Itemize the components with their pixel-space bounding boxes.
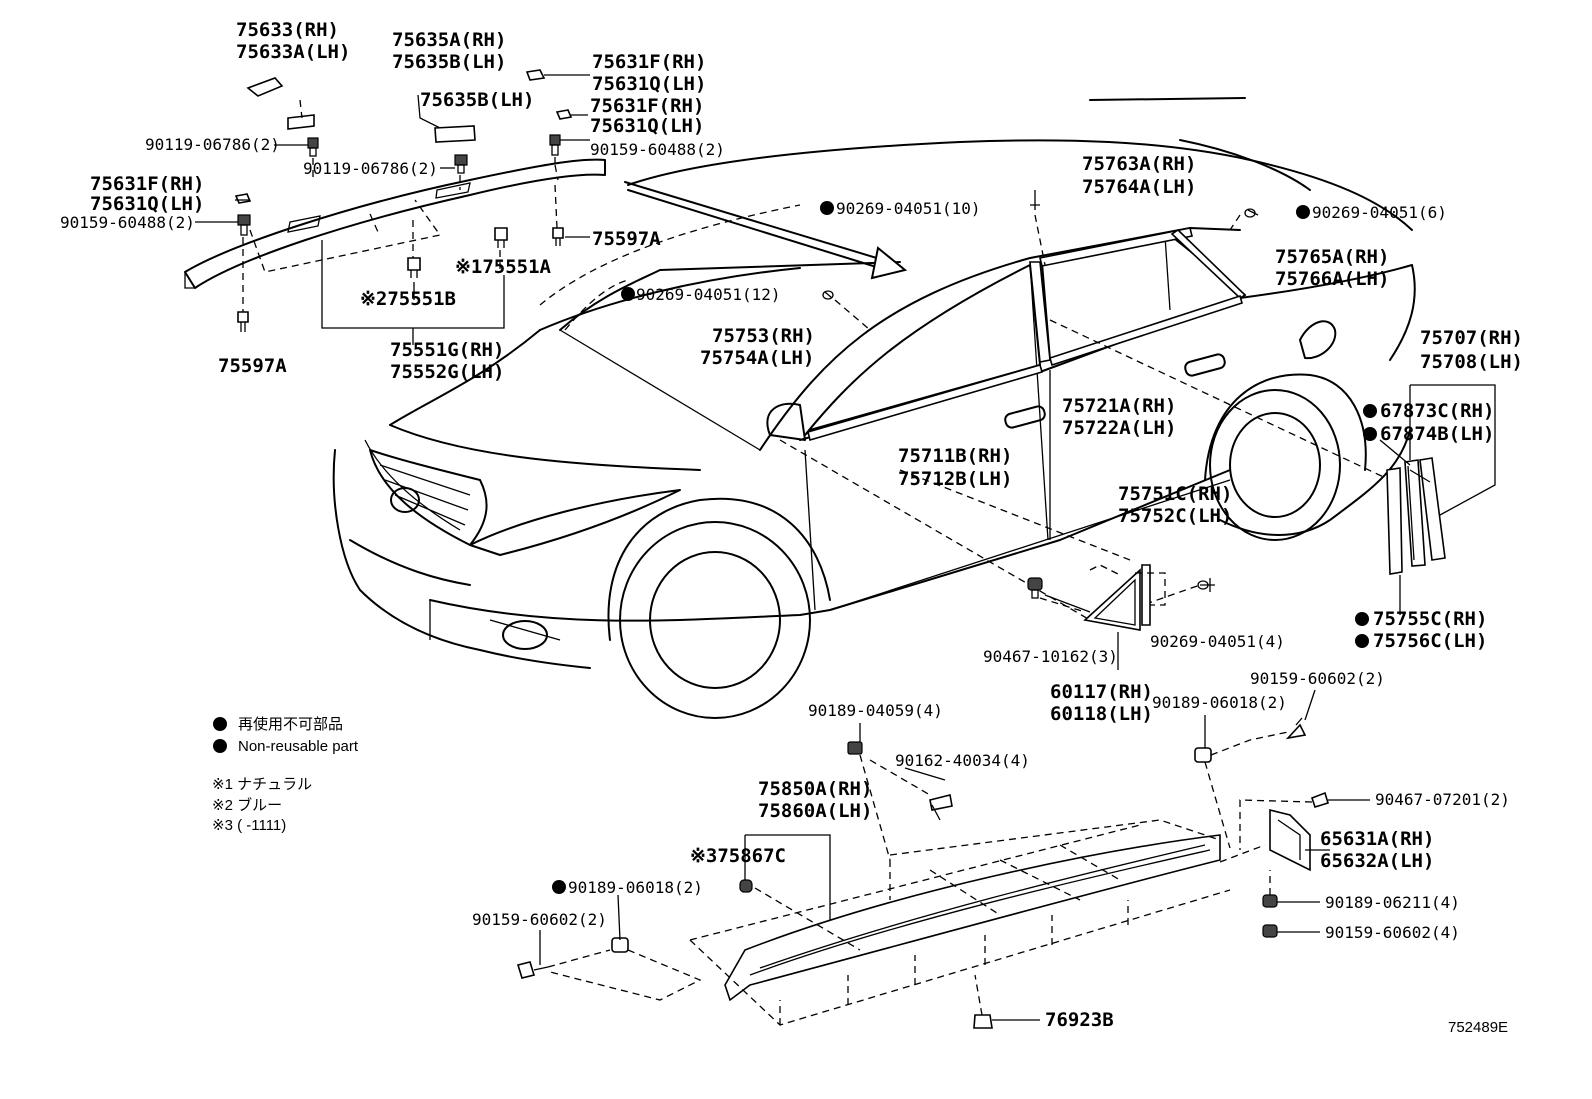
label-60117: 60117(RH) [1050,681,1153,703]
label-90162-40034: 90162-40034(4) [895,751,1030,770]
non-reusable-markers [552,201,1377,894]
label-65632A: 65632A(LH) [1320,850,1434,872]
label-75752C: 75752C(LH) [1118,505,1232,527]
label-75631F-c: 75631F(RH) [90,173,204,195]
legend: 再使用不可部品 Non-reusable part ※1 ナチュラル ※2 ブル… [212,716,359,834]
rocker-fasteners [516,717,1329,1029]
label-90269-12: 90269-04051(12) [636,285,781,304]
label-75754A: 75754A(LH) [700,347,814,369]
label-75708: 75708(LH) [1420,351,1523,373]
label-75631Q-c: 75631Q(LH) [90,193,204,215]
label-90119-b: 90119-06786(2) [303,159,438,178]
label-90119-a: 90119-06786(2) [145,135,280,154]
label-75756C: 75756C(LH) [1373,630,1487,652]
label-75551B: ※275551B [360,288,456,310]
label-75722A: 75722A(LH) [1062,417,1176,439]
label-90189-04059: 90189-04059(4) [808,701,943,720]
quarter-trim-60117 [1083,564,1166,631]
label-75597A-a: 75597A [592,228,661,250]
label-75707: 75707(RH) [1420,327,1523,349]
label-67874B: 67874B(LH) [1380,423,1494,445]
label-75552G: 75552G(LH) [390,361,504,383]
label-90269-4: 90269-04051(4) [1150,632,1285,651]
roof-leaders [195,74,590,345]
label-75633A: 75633A(LH) [236,41,350,63]
label-75631Q-b: 75631Q(LH) [590,115,704,137]
label-90467-10162: 90467-10162(3) [983,647,1118,666]
car-body-outline [332,97,1416,719]
label-75631F-a: 75631F(RH) [592,51,706,73]
label-75635B: 75635B(LH) [392,51,506,73]
clip-75597A [237,227,564,332]
label-75765A: 75765A(RH) [1275,246,1389,268]
rocker-bracket-65631A [1269,808,1311,872]
label-75721A: 75721A(RH) [1062,395,1176,417]
label-75597A-b: 75597A [218,355,287,377]
label-90467-07201: 90467-07201(2) [1375,790,1510,809]
label-75755C: 75755C(RH) [1373,608,1487,630]
legend-note-1: ※1 ナチュラル [212,776,312,793]
label-75635B-ghost: 75635B(LH) [420,89,534,111]
rocker-panel [689,819,1231,1026]
label-75763A: 75763A(RH) [1082,153,1196,175]
label-75711B: 75711B(RH) [898,445,1012,467]
label-75860A: 75860A(LH) [758,800,872,822]
label-67873C: 67873C(RH) [1380,400,1494,422]
direction-arrow [624,181,908,280]
label-75712B: 75712B(LH) [898,468,1012,490]
label-75631Q-a: 75631Q(LH) [592,73,706,95]
pillar-leaders [1379,384,1496,615]
label-65631A: 65631A(RH) [1320,828,1434,850]
bolt-90159-60488 [237,134,561,236]
label-75850A: 75850A(RH) [758,778,872,800]
label-90269-6: 90269-04051(6) [1312,203,1447,222]
label-75753: 75753(RH) [712,325,815,347]
bolt-90467-10162 [1027,577,1086,613]
label-90159-60602-c: 90159-60602(4) [1325,923,1460,942]
label-75751C: 75751C(RH) [1118,483,1232,505]
label-75764A: 75764A(LH) [1082,176,1196,198]
label-75633: 75633(RH) [236,19,339,41]
label-90189-06018-b: 90189-06018(2) [568,878,703,897]
roof-cap-75633 [246,77,284,97]
bolt-90119 [307,137,468,174]
roof-cap-75635B [287,114,315,130]
roof-cap-75635A [434,125,476,143]
label-75635A: 75635A(RH) [392,29,506,51]
cover-75631F [234,69,573,204]
label-90269-10: 90269-04051(10) [836,199,981,218]
legend-non-reusable-jp: 再使用不可部品 [238,716,343,733]
diagram-code: 752489E [1448,1019,1508,1036]
window-mouldings [807,227,1247,442]
legend-note-3: ※3 ( -1111) [212,817,286,834]
label-90159-60488-b: 90159-60488(2) [60,213,195,232]
legend-non-reusable-en: Non-reusable part [238,738,359,755]
rocker-leaders [539,594,1370,1021]
clip-75551 [407,227,508,278]
label-60118: 60118(LH) [1050,703,1153,725]
label-90159-60602-b: 90159-60602(2) [472,910,607,929]
label-90189-06018-a: 90189-06018(2) [1152,693,1287,712]
part-labels: 75633(RH) 75633A(LH) 75635A(RH) 75635B(L… [60,19,1523,1036]
label-75551G: 75551G(RH) [390,339,504,361]
label-76923B: 76923B [1045,1009,1114,1031]
label-75766A: 75766A(LH) [1275,268,1389,290]
roof-rack-rail [184,158,606,289]
clips-90269 [822,190,1259,592]
label-90159-60602-a: 90159-60602(2) [1250,669,1385,688]
legend-note-2: ※2 ブルー [212,796,282,814]
label-75867C: ※375867C [690,845,786,867]
label-90159-60488-a: 90159-60488(2) [590,140,725,159]
label-75551A: ※175551A [455,256,552,278]
pillar-garnish-75755C [1386,457,1446,575]
label-75631F-b: 75631F(RH) [590,95,704,117]
label-90189-06211: 90189-06211(4) [1325,893,1460,912]
